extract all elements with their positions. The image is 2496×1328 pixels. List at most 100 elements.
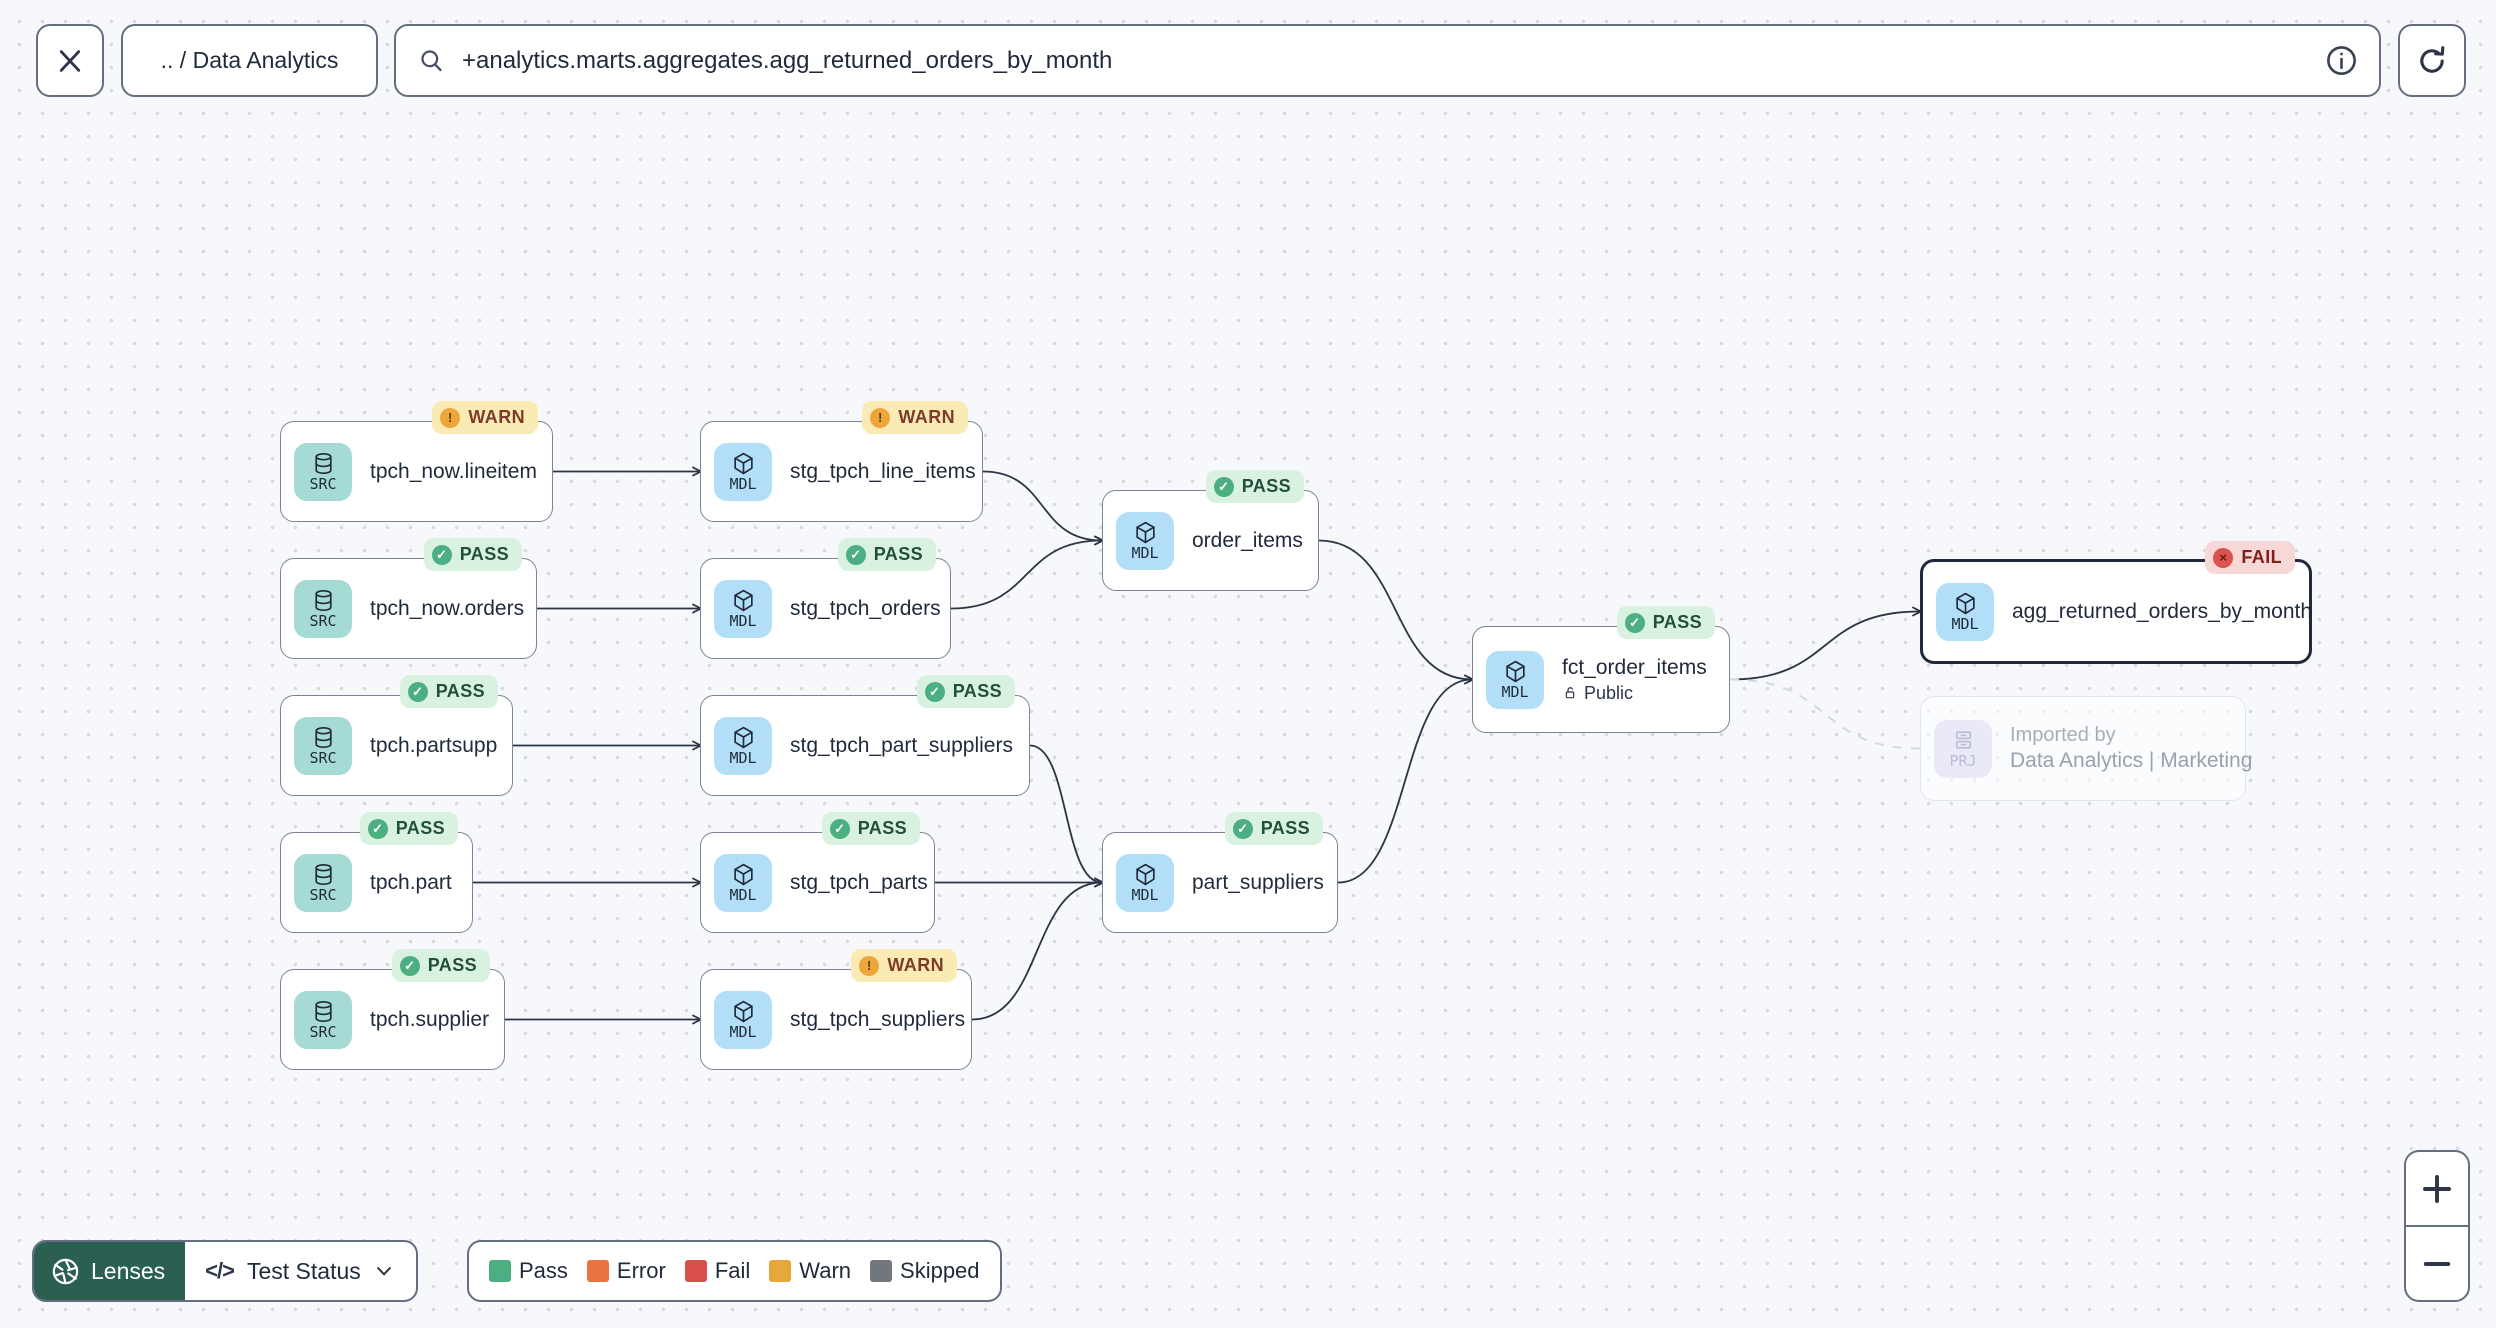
- legend-item-pass: Pass: [489, 1258, 568, 1284]
- test-status-badge: ✓PASS: [821, 812, 920, 845]
- test-status-badge: ✓PASS: [423, 538, 522, 571]
- model-cube-icon: MDL: [1116, 853, 1174, 912]
- test-status-badge: ✓PASS: [1224, 812, 1323, 845]
- test-status-badge: ✓PASS: [391, 949, 490, 982]
- breadcrumb[interactable]: .. / Data Analytics: [121, 24, 378, 97]
- node-access-level: Public: [1562, 683, 1707, 704]
- node-label: order_items: [1192, 528, 1303, 552]
- graph-node-order_items[interactable]: ✓PASS MDL order_items: [1102, 470, 1319, 591]
- graph-node-tpch_partsupp[interactable]: ✓PASS SRC tpch.partsupp: [280, 675, 513, 796]
- model-cube-icon: MDL: [714, 579, 772, 638]
- node-pretitle: Imported by: [2010, 724, 2116, 746]
- node-text: stg_tpch_suppliers: [790, 1007, 966, 1032]
- legend-item-error: Error: [586, 1258, 666, 1284]
- node-text: stg_tpch_part_suppliers: [790, 734, 1013, 758]
- node-label: agg_returned_orders_by_month: [2012, 599, 2313, 623]
- zoom-out-button[interactable]: [2406, 1227, 2468, 1300]
- info-icon[interactable]: [2324, 43, 2359, 78]
- node-label: tpch.partsupp: [370, 733, 498, 757]
- test-status-badge: ×FAIL: [2205, 541, 2295, 574]
- legend-color-swatch: [489, 1260, 511, 1282]
- edge-order_items-to-fct_order_items: [1318, 539, 1474, 685]
- legend-label: Fail: [714, 1258, 751, 1283]
- lens-selector-dropdown[interactable]: </> Test Status: [185, 1242, 416, 1300]
- model-cube-icon: MDL: [714, 716, 772, 775]
- edge-stg_tpch_suppliers-to-part_suppliers: [971, 877, 1104, 1021]
- plus-icon: [2423, 1174, 2451, 1203]
- node-text: tpch_now.lineitem: [370, 460, 537, 484]
- search-bar[interactable]: [394, 24, 2381, 97]
- node-text: order_items: [1192, 528, 1303, 553]
- legend-label: Warn: [799, 1258, 852, 1283]
- node-label: fct_order_items: [1562, 655, 1707, 679]
- lens-controls: Lenses </> Test Status: [32, 1240, 418, 1302]
- edge-part_suppliers-to-fct_order_items: [1337, 674, 1474, 884]
- legend-label: Pass: [519, 1258, 568, 1283]
- legend-item-skipped: Skipped: [870, 1258, 980, 1284]
- close-button[interactable]: [36, 24, 104, 97]
- minus-icon: [2423, 1261, 2451, 1266]
- node-text: part_suppliers: [1192, 871, 1324, 895]
- legend-item-warn: Warn: [769, 1258, 851, 1284]
- node-text: stg_tpch_line_items: [790, 459, 976, 484]
- test-status-badge: ✓PASS: [916, 675, 1015, 708]
- test-status-badge: ✓PASS: [1205, 470, 1304, 503]
- node-label: stg_tpch_line_items: [790, 459, 976, 483]
- refresh-button[interactable]: [2398, 24, 2466, 97]
- model-cube-icon: MDL: [1486, 650, 1544, 709]
- zoom-in-button[interactable]: [2406, 1152, 2468, 1227]
- test-status-badge: ✓PASS: [399, 675, 498, 708]
- edge-fct_order_items-to-agg_returned_orders_by_month: [1729, 606, 1922, 681]
- node-text: agg_returned_orders_by_month: [2012, 599, 2313, 624]
- graph-node-stg_tpch_part_suppliers[interactable]: ✓PASS MDL stg_tpch_part_suppliers: [700, 675, 1030, 796]
- node-text: stg_tpch_parts: [790, 870, 928, 895]
- node-text: fct_order_items Public: [1562, 656, 1707, 704]
- database-icon: SRC: [294, 716, 352, 775]
- lens-selector-label: Test Status: [246, 1257, 361, 1284]
- node-text: tpch.supplier: [370, 1008, 489, 1032]
- legend-label: Error: [616, 1258, 666, 1283]
- lenses-button[interactable]: Lenses: [34, 1242, 186, 1300]
- model-cube-icon: MDL: [714, 990, 772, 1049]
- database-icon: SRC: [294, 442, 352, 501]
- graph-node-agg_returned_orders_by_month[interactable]: ×FAIL MDL agg_returned_orders_by_month: [1920, 541, 2313, 664]
- lock-open-icon: [1562, 685, 1578, 701]
- database-icon: SRC: [294, 579, 352, 638]
- model-cube-icon: MDL: [714, 442, 772, 501]
- node-label: stg_tpch_suppliers: [790, 1007, 966, 1031]
- test-status-legend: Pass Error Fail Warn Skipped: [467, 1240, 1002, 1302]
- legend-color-swatch: [870, 1260, 893, 1282]
- graph-node-tpch_supplier[interactable]: ✓PASS SRC tpch.supplier: [280, 949, 505, 1070]
- node-text: tpch.partsupp: [370, 733, 498, 758]
- code-icon: </>: [205, 1258, 235, 1283]
- lenses-label: Lenses: [91, 1257, 166, 1284]
- legend-color-swatch: [769, 1260, 792, 1282]
- graph-node-fct_order_items[interactable]: ✓PASS MDL fct_order_items Public: [1472, 606, 1730, 733]
- database-icon: SRC: [294, 990, 352, 1049]
- search-icon: [421, 50, 442, 72]
- model-cube-icon: MDL: [1116, 511, 1174, 570]
- close-icon: [55, 46, 85, 76]
- test-status-badge: ✓PASS: [359, 812, 458, 845]
- model-cube-icon: MDL: [1936, 582, 1994, 641]
- graph-node-part_suppliers[interactable]: ✓PASS MDL part_suppliers: [1102, 812, 1338, 933]
- refresh-icon: [2415, 44, 2449, 78]
- legend-color-swatch: [684, 1260, 707, 1282]
- node-label: stg_tpch_part_suppliers: [790, 733, 1013, 757]
- test-status-badge: ✓PASS: [1616, 606, 1715, 639]
- node-label: tpch.part: [370, 870, 452, 894]
- edge-fct_order_items-to-imported_by: [1729, 678, 1921, 750]
- edge-stg_tpch_orders-to-order_items: [950, 535, 1104, 610]
- node-label: stg_tpch_parts: [790, 870, 928, 894]
- search-input[interactable]: [460, 45, 2324, 76]
